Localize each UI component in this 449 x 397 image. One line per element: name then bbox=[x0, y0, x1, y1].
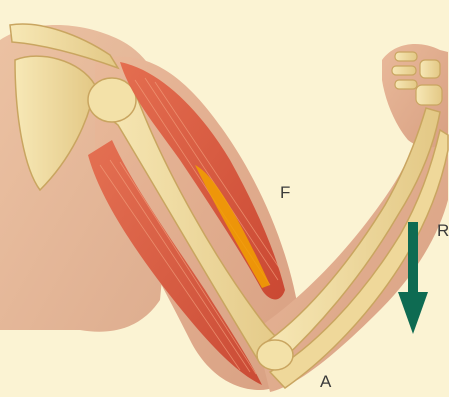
force-label: F bbox=[280, 184, 290, 201]
resistance-label: R bbox=[437, 222, 449, 239]
humeral-head bbox=[88, 78, 136, 122]
elbow-joint bbox=[257, 340, 293, 370]
axis-label: A bbox=[320, 373, 331, 390]
